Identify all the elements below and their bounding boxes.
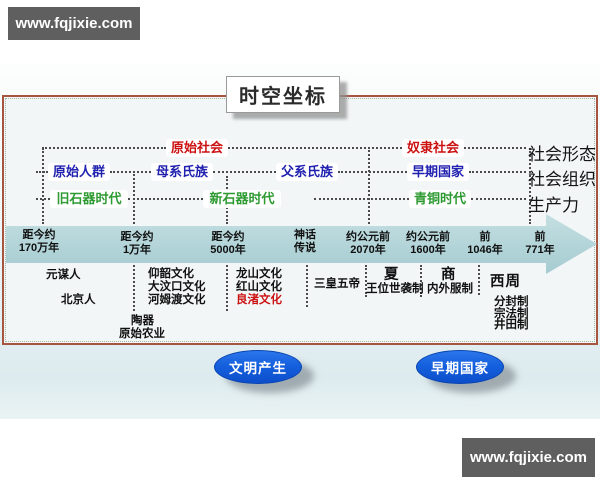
label-neolithic-age: 新石器时代 [203,190,281,208]
label-hongshan-culture: 红山文化 [236,281,282,293]
callout-civilization-button: 文明产生 [214,350,302,384]
label-yuanmou-man: 元谋人 [46,269,81,281]
label-three-sovereigns: 三皇五帝 [314,278,360,290]
label-shang-system: 内外服制 [427,283,473,295]
time-mark: 前 1046年 [458,231,512,257]
time-mark-line1: 距今约 [211,231,245,243]
label-primitive-groups: 原始人群 [48,163,110,181]
category-social-form: 社会形态 [528,145,596,164]
time-mark-line2: 1046年 [467,244,503,256]
dotted-line [42,148,44,224]
label-peking-man: 北京人 [61,294,96,306]
time-mark-line2: 771年 [525,244,555,256]
time-mark-line1: 神话 [294,229,316,241]
time-mark-line1: 距今约 [120,231,154,243]
time-mark: 约公元前 2070年 [336,231,400,257]
dotted-line [42,147,166,149]
watermark-bottom-right: www.fqjixie.com [462,438,595,477]
label-pottery: 陶器 [131,315,154,327]
dotted-line [314,198,409,200]
dotted-line [464,147,526,149]
time-mark-legend: 神话 传说 [284,229,326,255]
label-slave-society: 奴隶社会 [402,139,464,157]
watermark-top-left: www.fqjixie.com [8,7,140,40]
time-mark-line1: 前 [534,231,546,243]
time-mark-line2: 5000年 [210,244,246,256]
dotted-line [133,265,135,311]
label-yangshao-culture: 仰韶文化 [148,268,194,280]
dotted-line [420,265,422,297]
dotted-line [529,148,531,224]
time-mark-line2: 传说 [294,242,316,254]
dotted-line [133,174,135,224]
label-shang-dynasty: 商 [441,267,457,283]
category-social-organization: 社会组织 [528,170,596,189]
time-mark-line1: 前 [479,231,491,243]
label-patrilineal-clan: 父系氏族 [276,163,338,181]
dotted-line [306,265,308,307]
label-xia-system: 王位世袭制 [366,283,424,295]
label-dawenkou-culture: 大汶口文化 [148,281,206,293]
time-mark: 约公元前 1600年 [396,231,460,257]
dotted-line [213,171,276,173]
timeline-frame [2,95,598,345]
dotted-line [365,265,367,297]
dotted-line [469,171,526,173]
dotted-line [128,198,203,200]
time-mark: 前 771年 [514,231,566,257]
label-western-zhou: 西周 [490,274,521,290]
time-mark-line1: 距今约 [22,229,56,241]
time-mark: 距今约 170万年 [10,229,68,255]
label-zongfa-system: 宗法制 [494,308,529,320]
label-longshan-culture: 龙山文化 [236,268,282,280]
dotted-line [478,265,480,295]
time-mark-line1: 约公元前 [406,231,450,243]
label-jingtian-system: 井田制 [494,319,529,331]
label-primitive-agriculture: 原始农业 [119,328,165,340]
callout-early-state-button: 早期国家 [416,350,504,384]
dotted-line [338,171,407,173]
label-bronze-age: 青铜时代 [409,190,471,208]
dotted-line [368,150,370,224]
dotted-line [226,265,228,311]
time-mark-line2: 2070年 [350,244,386,256]
label-liangzhu-culture: 良渚文化 [236,294,282,306]
label-early-state: 早期国家 [407,163,469,181]
time-mark: 距今约 5000年 [199,231,257,257]
category-productivity: 生产力 [528,196,579,215]
label-xia-dynasty: 夏 [384,267,400,283]
dotted-line [110,171,151,173]
dotted-line [228,147,402,149]
label-hemudu-culture: 河姆渡文化 [148,294,206,306]
label-primitive-society: 原始社会 [166,139,228,157]
time-mark-line2: 170万年 [18,242,60,254]
time-mark-line2: 1万年 [122,244,152,256]
time-mark: 距今约 1万年 [109,231,165,257]
label-fengjian-system: 分封制 [494,296,529,308]
time-mark-line2: 1600年 [410,244,446,256]
label-paleolithic-age: 旧石器时代 [50,190,128,208]
label-matrilineal-clan: 母系氏族 [151,163,213,181]
dotted-line [471,198,526,200]
time-mark-line1: 约公元前 [346,231,390,243]
page-title: 时空坐标 [226,76,340,113]
